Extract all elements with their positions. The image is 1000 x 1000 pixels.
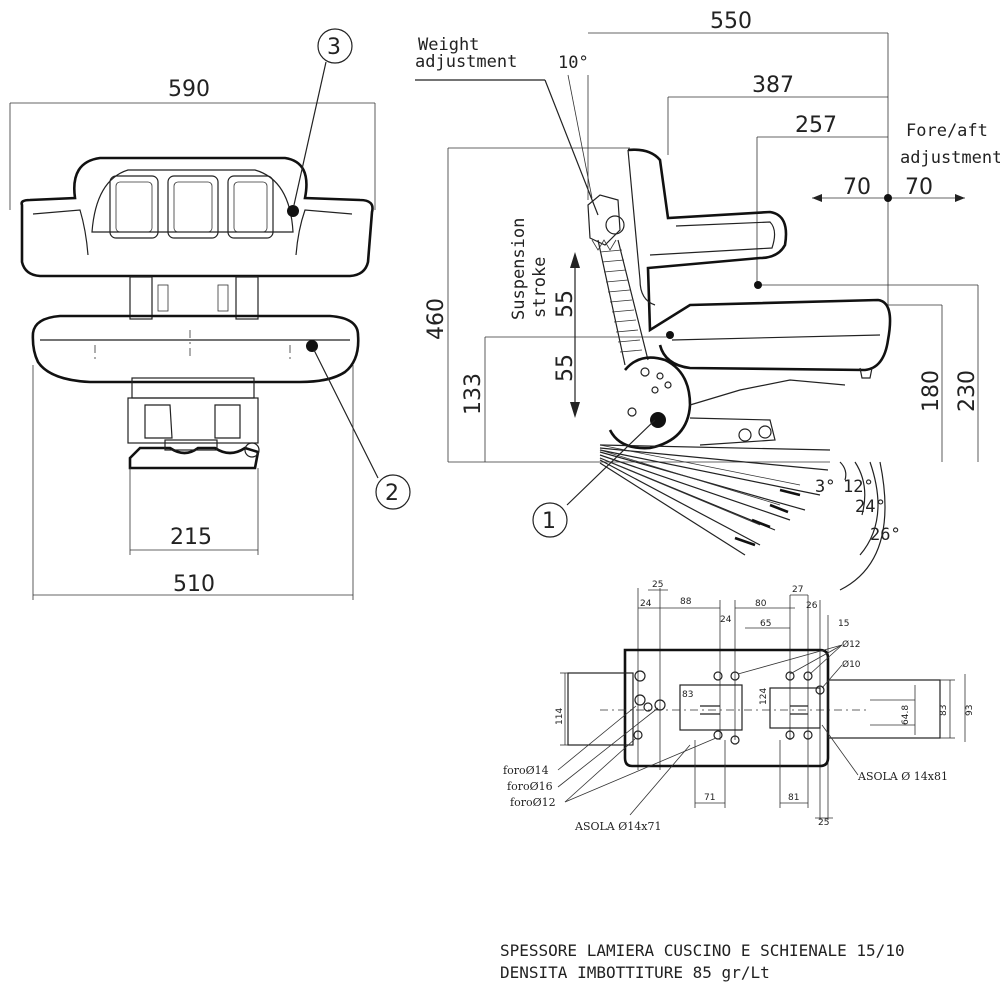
right-dim-1: 83: [939, 705, 949, 716]
dim-550: 550: [710, 9, 752, 34]
inner-dim-1: 124: [759, 688, 769, 705]
angle-3: 26°: [870, 525, 901, 545]
inner-dim-0: 83: [682, 690, 693, 700]
base-plate: 25 24 88 24 80 65 27 26 15 114 83 124: [503, 580, 975, 833]
dim-257: 257: [795, 113, 837, 138]
notes: SPESSORE LAMIERA CUSCINO E SCHIENALE 15/…: [500, 941, 905, 982]
label-foreaft-1: Fore/aft: [906, 121, 988, 141]
dim-590: 590: [168, 77, 210, 102]
top-dim-8: 15: [838, 619, 849, 629]
dim-180: 180: [919, 370, 944, 412]
hole-left-2: foroØ12: [510, 796, 556, 809]
top-dim-1: 24: [640, 599, 652, 609]
dim-fore: 70: [843, 175, 871, 200]
dim-387: 387: [752, 73, 794, 98]
label-susp-1: Suspension: [509, 218, 529, 320]
dim-susp-down: 55: [553, 354, 578, 382]
dim-230: 230: [955, 370, 980, 412]
hole-left-1: foroØ16: [507, 780, 553, 793]
label-angle-top: 10°: [558, 53, 589, 73]
top-dim-4: 80: [755, 599, 767, 609]
label-foreaft-2: adjustment: [900, 148, 1000, 168]
bottom-dim-1: 81: [788, 793, 799, 803]
angle-1: 12°: [843, 477, 874, 497]
top-dim-6: 27: [792, 585, 803, 595]
right-dim-2: 93: [965, 705, 975, 716]
hole-right-0: Ø12: [842, 639, 861, 650]
front-view: 590 3 2: [9, 28, 411, 600]
cushion-marker: [306, 340, 318, 352]
slot-bottom: ASOLA Ø14x71: [574, 820, 661, 833]
callout-3-circle: [317, 28, 353, 64]
angle-2: 24°: [855, 497, 886, 517]
callout-2: 2: [385, 481, 399, 506]
note-1: DENSITA IMBOTTITURE 85 gr/Lt: [500, 963, 770, 982]
top-dim-0: 25: [652, 580, 663, 590]
dim-133: 133: [461, 373, 486, 415]
callout-3: 3: [327, 35, 341, 60]
dim-aft: 70: [905, 175, 933, 200]
top-dim-3: 24: [720, 615, 732, 625]
side-view: Weight adjustment 10° 550 387 257 Fore/a…: [415, 9, 1000, 591]
angle-0: 3°: [815, 477, 835, 497]
label-weight-2: adjustment: [415, 52, 517, 72]
backrest-outline: [20, 156, 374, 278]
note-0: SPESSORE LAMIERA CUSCINO E SCHIENALE 15/…: [500, 941, 905, 960]
hole-left-0: foroØ14: [503, 764, 549, 777]
cushion-outline: [31, 314, 360, 384]
callout-2-circle: [375, 474, 411, 510]
bottom-dim-2: 25: [818, 818, 829, 828]
dim-susp-up: 55: [553, 290, 578, 318]
callout-1: 1: [542, 509, 556, 534]
hole-right-1: Ø10: [842, 659, 861, 670]
dim-460: 460: [424, 298, 449, 340]
bottom-dim-0: 71: [704, 793, 715, 803]
slot-right: ASOLA Ø 14x81: [857, 770, 948, 783]
top-dim-5: 65: [760, 619, 771, 629]
right-dim-0: 64.8: [901, 705, 911, 725]
label-weight-1: Weight: [418, 35, 479, 55]
tilt-rays: [599, 444, 831, 556]
top-dim-7: 26: [806, 601, 818, 611]
callout-1-circle: [532, 502, 568, 538]
backrest-marker: [287, 205, 299, 217]
dim-215: 215: [170, 525, 212, 550]
dim-510: 510: [173, 572, 215, 597]
top-dim-2: 88: [680, 597, 692, 607]
label-susp-2: stroke: [530, 257, 550, 318]
left-dim-0: 114: [555, 708, 565, 725]
seat-side-profile: [627, 148, 892, 372]
